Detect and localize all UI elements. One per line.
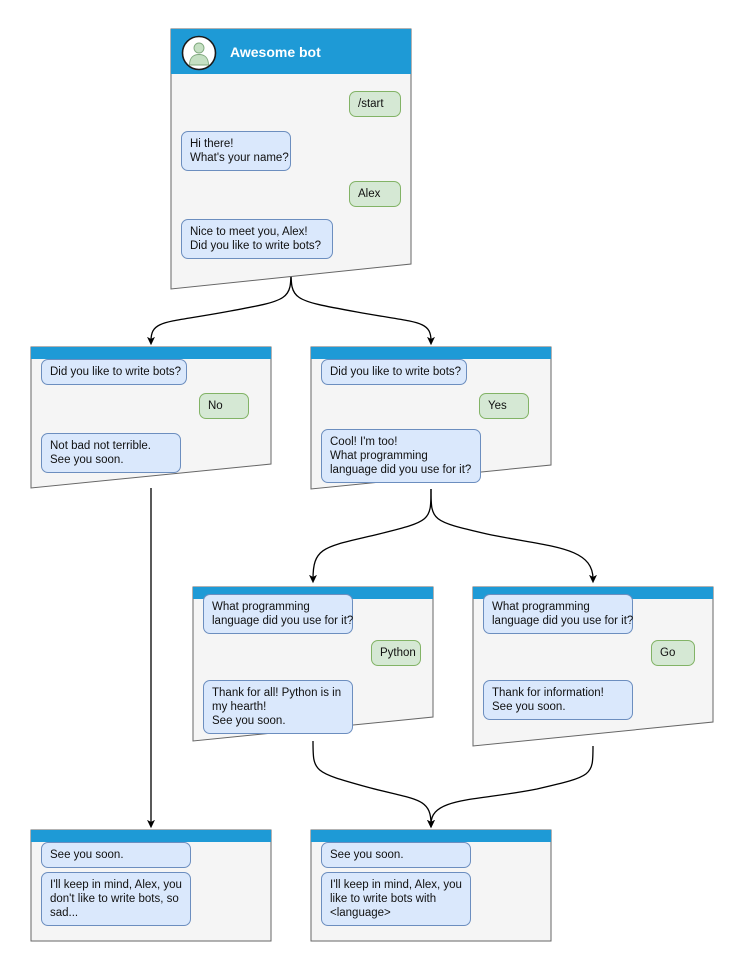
card-header-end-sad [31, 830, 271, 842]
connector-yes-to-go [430, 488, 597, 584]
card-start[interactable]: Awesome bot /start Hi there! What's your… [171, 29, 411, 289]
message-bubble-bot: See you soon. [41, 842, 191, 868]
message-bubble-user: Yes [479, 393, 529, 419]
connector-start-to-yes [290, 267, 435, 346]
message-bubble-bot: Did you like to write bots? [321, 359, 467, 385]
message-bubble-bot: Cool! I'm too! What programming language… [321, 429, 481, 483]
card-header-end-happy [311, 830, 551, 842]
connector-yes-to-python [309, 488, 432, 584]
message-bubble-user: Python [371, 640, 421, 666]
connector-go-to-end-happy [427, 745, 594, 829]
message-bubble-bot: Did you like to write bots? [41, 359, 187, 385]
card-end-happy[interactable]: See you soon. I'll keep in mind, Alex, y… [311, 830, 551, 941]
avatar [181, 35, 217, 76]
connector-start-to-no [147, 267, 292, 346]
card-end-sad[interactable]: See you soon. I'll keep in mind, Alex, y… [31, 830, 271, 941]
message-bubble-bot: See you soon. [321, 842, 471, 868]
message-bubble-user: No [199, 393, 249, 419]
connector-layer [147, 267, 597, 829]
message-bubble-bot: Hi there! What's your name? [181, 131, 291, 171]
message-bubble-bot: What programming language did you use fo… [483, 594, 633, 634]
card-answer-yes[interactable]: Did you like to write bots? Yes Cool! I'… [311, 347, 551, 489]
person-avatar-icon [181, 35, 217, 71]
message-bubble-user: Alex [349, 181, 401, 207]
message-bubble-user: Go [651, 640, 695, 666]
message-bubble-user: /start [349, 91, 401, 117]
connector-python-to-end-happy [312, 740, 435, 829]
message-bubble-bot: I'll keep in mind, Alex, you don't like … [41, 872, 191, 926]
card-header-answer-no [31, 347, 271, 359]
message-bubble-bot: Thank for information! See you soon. [483, 680, 633, 720]
card-lang-go[interactable]: What programming language did you use fo… [473, 587, 713, 746]
card-title-start: Awesome bot [230, 44, 321, 60]
card-answer-no[interactable]: Did you like to write bots? No Not bad n… [31, 347, 271, 488]
message-bubble-bot: I'll keep in mind, Alex, you like to wri… [321, 872, 471, 926]
message-bubble-bot: Nice to meet you, Alex! Did you like to … [181, 219, 333, 259]
card-lang-python[interactable]: What programming language did you use fo… [193, 587, 433, 741]
message-bubble-bot: Not bad not terrible. See you soon. [41, 433, 181, 473]
message-bubble-bot: Thank for all! Python is in my hearth! S… [203, 680, 353, 734]
message-bubble-bot: What programming language did you use fo… [203, 594, 353, 634]
card-header-answer-yes [311, 347, 551, 359]
